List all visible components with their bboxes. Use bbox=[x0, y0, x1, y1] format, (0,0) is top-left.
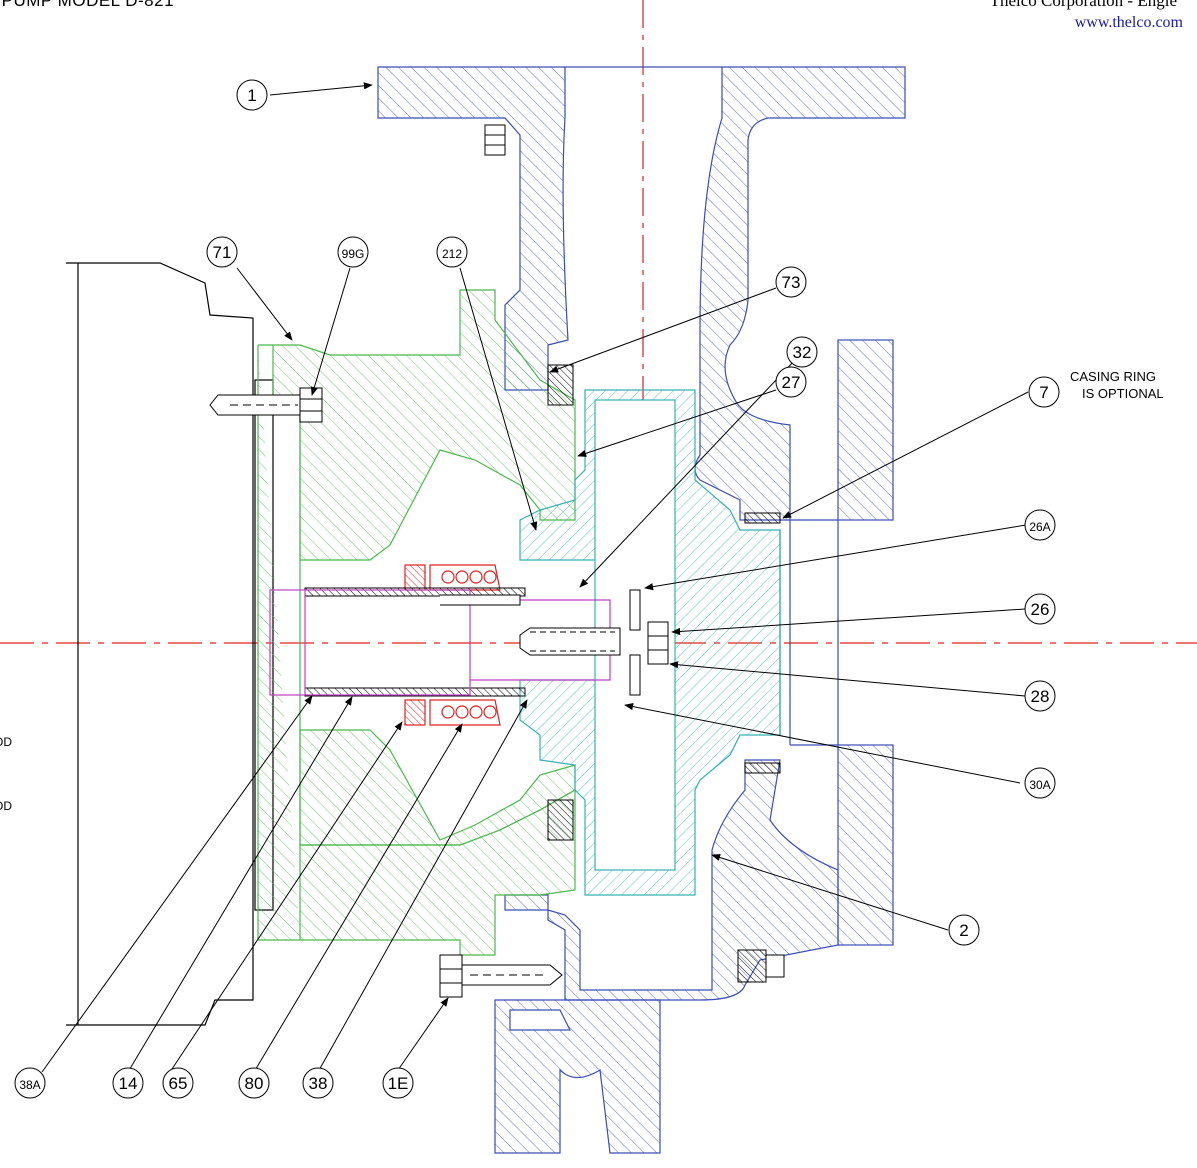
balloon-circle bbox=[1024, 767, 1056, 799]
company-name: Thelco Corporation - Engle bbox=[989, 0, 1177, 10]
balloon-1e: 1E bbox=[382, 1067, 414, 1099]
balloon-26: 26 bbox=[1024, 593, 1056, 625]
balloon-circle bbox=[786, 336, 818, 368]
bolt-right-lower bbox=[737, 949, 785, 983]
shaft-sleeve-14 bbox=[304, 364, 781, 841]
balloon-label: 38A bbox=[19, 1078, 40, 1092]
balloon-circle bbox=[1028, 376, 1060, 408]
balloon-212: 212 bbox=[436, 236, 468, 268]
company-website[interactable]: www.thelco.com bbox=[1074, 14, 1183, 31]
balloon-label: 27 bbox=[782, 373, 801, 392]
balloon-circle bbox=[236, 79, 268, 111]
balloon-27: 27 bbox=[775, 366, 807, 398]
balloon-label: 73 bbox=[782, 273, 801, 292]
impeller-bolt-26 bbox=[440, 589, 669, 696]
balloon-32: 32 bbox=[786, 336, 818, 368]
balloon-71: 71 bbox=[206, 236, 238, 268]
balloon-38a: 38A bbox=[14, 1067, 46, 1099]
casing-ring-note-line-2: IS OPTIONAL bbox=[1082, 386, 1164, 401]
balloon-38: 38 bbox=[302, 1067, 334, 1099]
balloon-circle bbox=[775, 266, 807, 298]
part-number-balloons: 1 71 99G 212 73 27 7 32 26A 26 28 30A 2 38A 14 65 80 38 1E bbox=[14, 79, 1060, 1099]
balloon-14: 14 bbox=[112, 1067, 144, 1099]
bolt-99G bbox=[209, 387, 323, 423]
balloon-label: 80 bbox=[245, 1074, 264, 1093]
bolt-1E bbox=[439, 954, 563, 998]
balloon-circle bbox=[302, 1067, 334, 1099]
balloon-label: 28 bbox=[1031, 687, 1050, 706]
balloon-circle bbox=[337, 236, 369, 268]
casing-ring-note-line-1: CASING RING bbox=[1070, 369, 1156, 384]
drawing-title: > PUMP MODEL D-821 bbox=[0, 0, 175, 10]
motor-frame-outline bbox=[66, 262, 274, 1026]
balloon-99g: 99G bbox=[337, 236, 369, 268]
balloon-circle bbox=[206, 236, 238, 268]
balloon-circle bbox=[112, 1067, 144, 1099]
balloon-label: 26 bbox=[1031, 600, 1050, 619]
balloon-circle bbox=[1024, 593, 1056, 625]
od-label-upper: OD bbox=[0, 735, 12, 749]
balloon-circle bbox=[14, 1067, 46, 1099]
balloon-circle bbox=[775, 366, 807, 398]
balloon-circle bbox=[948, 914, 980, 946]
balloon-26a: 26A bbox=[1024, 509, 1056, 541]
balloon-circle bbox=[1024, 509, 1056, 541]
balloon-73: 73 bbox=[775, 266, 807, 298]
casing-discharge-part-1 bbox=[377, 66, 906, 946]
balloon-label: 30A bbox=[1029, 778, 1050, 792]
balloon-label: 99G bbox=[342, 247, 365, 261]
balloon-label: 32 bbox=[793, 343, 812, 362]
balloon-circle bbox=[238, 1067, 270, 1099]
top-hex-bolt bbox=[484, 124, 506, 156]
mechanical-seal bbox=[404, 564, 501, 726]
balloon-label: 71 bbox=[213, 243, 232, 262]
balloon-80: 80 bbox=[238, 1067, 270, 1099]
balloon-label: 26A bbox=[1029, 520, 1050, 534]
balloon-28: 28 bbox=[1024, 680, 1056, 712]
balloon-label: 38 bbox=[309, 1074, 328, 1093]
balloon-label: 1E bbox=[388, 1074, 409, 1093]
balloon-circle bbox=[162, 1067, 194, 1099]
bearing-bracket-71 bbox=[257, 289, 576, 956]
balloon-label: 212 bbox=[442, 247, 462, 261]
balloon-label: 65 bbox=[169, 1074, 188, 1093]
balloon-circle bbox=[382, 1067, 414, 1099]
balloon-2: 2 bbox=[948, 914, 980, 946]
balloon-circle bbox=[436, 236, 468, 268]
balloon-label: 14 bbox=[119, 1074, 138, 1093]
balloon-label: 1 bbox=[247, 86, 256, 105]
balloon-7: 7 bbox=[1028, 376, 1060, 408]
leader-lines bbox=[41, 82, 1029, 1073]
balloon-label: 7 bbox=[1039, 383, 1048, 402]
casing-volute-lower bbox=[494, 759, 839, 1154]
balloon-circle bbox=[1024, 680, 1056, 712]
balloon-30a: 30A bbox=[1024, 767, 1056, 799]
balloon-65: 65 bbox=[162, 1067, 194, 1099]
balloon-label: 2 bbox=[959, 921, 968, 940]
od-label-lower: OD bbox=[0, 799, 12, 813]
balloon-1: 1 bbox=[236, 79, 268, 111]
